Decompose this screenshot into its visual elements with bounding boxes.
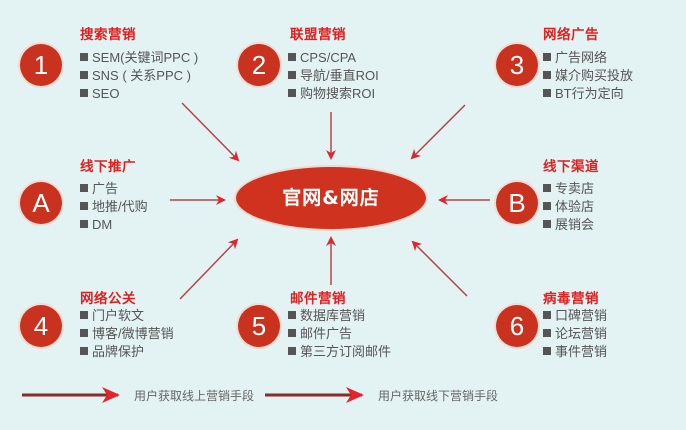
arrow-1-to-center bbox=[181, 102, 240, 162]
list-item: 媒介购买投放 bbox=[543, 67, 633, 85]
center-hub: 官网&网店 bbox=[236, 167, 426, 229]
node-items: SEM(关键词PPC ) SNS ( 关系PPC ) SEO bbox=[80, 49, 198, 103]
node-items: 广告网络 媒介购买投放 BT行为定向 bbox=[543, 49, 633, 103]
node-title: 邮件营销 bbox=[290, 291, 346, 307]
list-item: 导航/垂直ROI bbox=[288, 67, 379, 85]
bullet-square-icon bbox=[80, 89, 88, 97]
list-item: 地推/代购 bbox=[80, 198, 148, 216]
bullet-square-icon bbox=[543, 329, 551, 337]
node-title: 联盟营销 bbox=[290, 27, 346, 43]
node-items: CPS/CPA 导航/垂直ROI 购物搜索ROI bbox=[288, 49, 379, 103]
badge-A: A bbox=[20, 182, 62, 224]
bullet-square-icon bbox=[543, 202, 551, 210]
badge-6: 6 bbox=[496, 305, 538, 347]
list-item: 体验店 bbox=[543, 198, 594, 216]
node-items: 门户软文 博客/微博营销 品牌保护 bbox=[80, 307, 174, 361]
list-item: 品牌保护 bbox=[80, 343, 174, 361]
node-items: 口碑营销 论坛营销 事件营销 bbox=[543, 307, 607, 361]
node-title: 线下推广 bbox=[80, 159, 136, 175]
badge-1: 1 bbox=[20, 44, 62, 86]
badge-3: 3 bbox=[496, 44, 538, 86]
bullet-square-icon bbox=[288, 89, 296, 97]
bullet-square-icon bbox=[543, 220, 551, 228]
node-items: 数据库营销 邮件广告 第三方订阅邮件 bbox=[288, 307, 391, 361]
list-item: SNS ( 关系PPC ) bbox=[80, 67, 198, 85]
bullet-square-icon bbox=[543, 184, 551, 192]
node-title: 搜索营销 bbox=[80, 27, 136, 43]
bullet-square-icon bbox=[288, 71, 296, 79]
bullet-square-icon bbox=[288, 311, 296, 319]
bullet-square-icon bbox=[80, 53, 88, 61]
list-item: 邮件广告 bbox=[288, 325, 391, 343]
bullet-square-icon bbox=[543, 53, 551, 61]
arrow-6-to-center bbox=[411, 240, 468, 297]
arrow-4-to-center bbox=[179, 238, 239, 300]
badge-5: 5 bbox=[238, 305, 280, 347]
bullet-square-icon bbox=[80, 311, 88, 319]
list-item: BT行为定向 bbox=[543, 85, 633, 103]
bullet-square-icon bbox=[80, 347, 88, 355]
list-item: 门户软文 bbox=[80, 307, 174, 325]
list-item: 事件营销 bbox=[543, 343, 607, 361]
legend-online-label: 用户获取线上营销手段 bbox=[134, 389, 255, 403]
bullet-square-icon bbox=[288, 347, 296, 355]
bullet-square-icon bbox=[80, 329, 88, 337]
bullet-square-icon bbox=[543, 311, 551, 319]
badge-4: 4 bbox=[20, 305, 62, 347]
bullet-square-icon bbox=[80, 184, 88, 192]
bullet-square-icon bbox=[543, 347, 551, 355]
node-title: 线下渠道 bbox=[543, 159, 599, 175]
node-items: 广告 地推/代购 DM bbox=[80, 180, 148, 234]
bullet-square-icon bbox=[543, 89, 551, 97]
badge-2: 2 bbox=[238, 44, 280, 86]
bullet-square-icon bbox=[288, 329, 296, 337]
list-item: CPS/CPA bbox=[288, 49, 379, 67]
bullet-square-icon bbox=[80, 220, 88, 228]
list-item: 广告网络 bbox=[543, 49, 633, 67]
node-items: 专卖店 体验店 展销会 bbox=[543, 180, 594, 234]
node-title: 网络公关 bbox=[80, 291, 136, 307]
list-item: 口碑营销 bbox=[543, 307, 607, 325]
list-item: 专卖店 bbox=[543, 180, 594, 198]
bullet-square-icon bbox=[543, 71, 551, 79]
bullet-square-icon bbox=[80, 202, 88, 210]
list-item: 展销会 bbox=[543, 216, 594, 234]
list-item: 数据库营销 bbox=[288, 307, 391, 325]
node-title: 病毒营销 bbox=[543, 291, 599, 307]
list-item: SEO bbox=[80, 85, 198, 103]
list-item: 购物搜索ROI bbox=[288, 85, 379, 103]
list-item: 第三方订阅邮件 bbox=[288, 343, 391, 361]
list-item: 广告 bbox=[80, 180, 148, 198]
list-item: 论坛营销 bbox=[543, 325, 607, 343]
center-label: 官网&网店 bbox=[282, 187, 380, 209]
node-title: 网络广告 bbox=[543, 27, 599, 43]
bullet-square-icon bbox=[288, 53, 296, 61]
arrow-3-to-center bbox=[410, 104, 466, 160]
badge-B: B bbox=[496, 182, 538, 224]
list-item: 博客/微博营销 bbox=[80, 325, 174, 343]
list-item: DM bbox=[80, 216, 148, 234]
bullet-square-icon bbox=[80, 71, 88, 79]
legend-offline-label: 用户获取线下营销手段 bbox=[378, 389, 499, 403]
list-item: SEM(关键词PPC ) bbox=[80, 49, 198, 67]
